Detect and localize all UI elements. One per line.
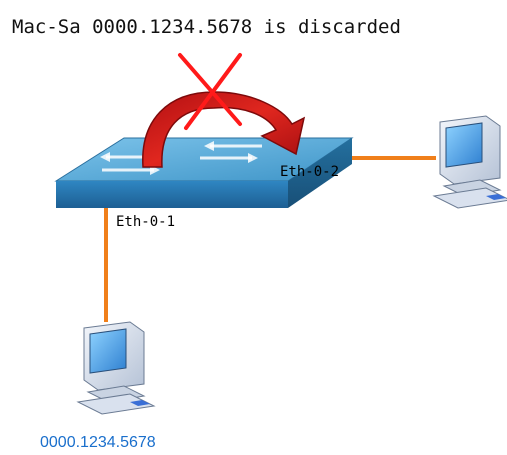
- port-label-eth-0-1: Eth-0-1: [116, 214, 175, 230]
- host-mac-label: 0000.1234.5678: [40, 434, 156, 451]
- switch-icon: [54, 137, 354, 208]
- diagram-title: Mac-Sa 0000.1234.5678 is discarded: [12, 16, 401, 38]
- port-label-eth-0-2: Eth-0-2: [280, 164, 339, 180]
- cross-icon: [178, 53, 242, 130]
- computer-icon: [432, 115, 507, 209]
- curved-arrow-icon: [142, 91, 306, 168]
- computer-icon: [76, 321, 156, 415]
